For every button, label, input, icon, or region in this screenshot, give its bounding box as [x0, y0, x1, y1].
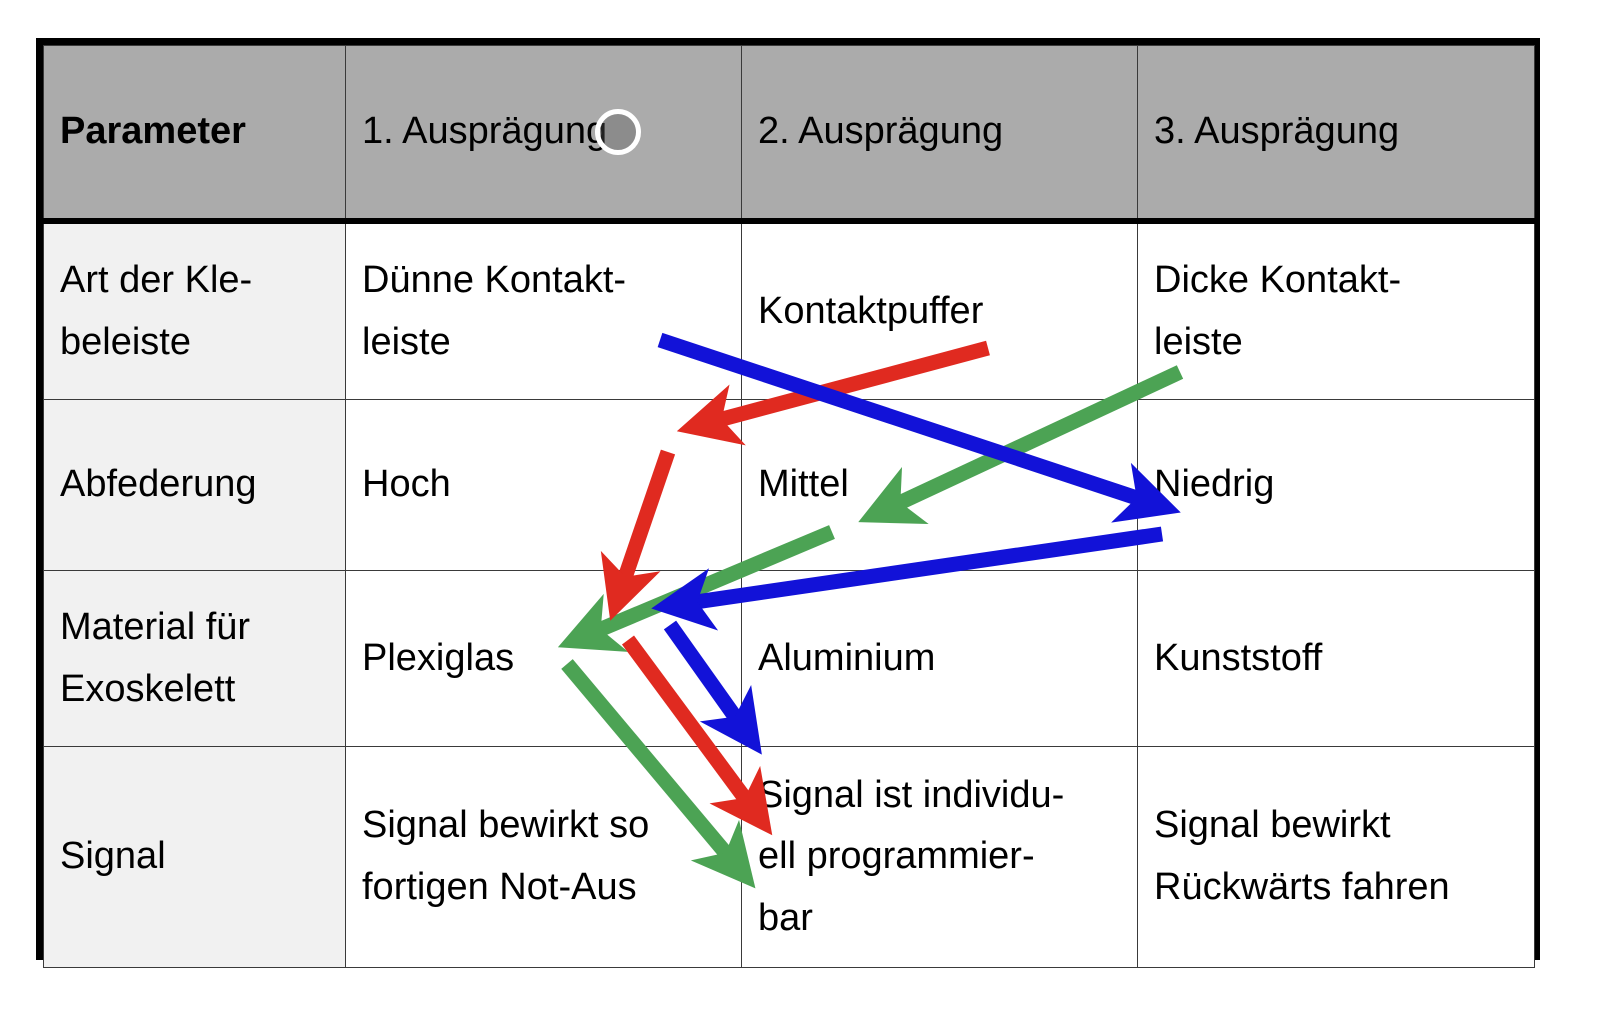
- cell-parameter-signal: Signal: [43, 746, 346, 968]
- morphological-box-table: Parameter 1. Ausprägung 2. Ausprägung 3.…: [36, 38, 1540, 968]
- cell-line: bar: [758, 896, 813, 939]
- cell-r3-option-2[interactable]: Aluminium: [741, 570, 1138, 747]
- cell-line: Dicke Kontakt-: [1154, 258, 1402, 301]
- cell-line: Signal bewirkt so: [362, 804, 650, 847]
- cell-parameter-klebeleiste: Art der Kle-beleiste: [43, 220, 346, 400]
- table-body: Art der Kle-beleiste Dünne Kontakt-leist…: [43, 220, 1535, 968]
- header-row: Parameter 1. Ausprägung 2. Ausprägung 3.…: [43, 45, 1535, 224]
- header-parameter: Parameter: [43, 45, 346, 224]
- table-row: Art der Kle-beleiste Dünne Kontakt-leist…: [43, 220, 1535, 400]
- cell-line: Exoskelett: [60, 667, 236, 710]
- cell-line: Art der Kle-: [60, 258, 253, 301]
- cell-line: ell programmier-: [758, 835, 1035, 878]
- cell-line: Signal ist individu-: [758, 773, 1065, 816]
- mouse-cursor-highlight: [595, 109, 641, 155]
- cell-parameter-abfederung: Abfederung: [43, 399, 346, 571]
- cell-r2-option-2[interactable]: Mittel: [741, 399, 1138, 571]
- cell-r2-option-1[interactable]: Hoch: [345, 399, 742, 571]
- header-auspraegung-3: 3. Ausprägung: [1137, 45, 1535, 224]
- cell-line: Dünne Kontakt-: [362, 258, 627, 301]
- cell-line: fortigen Not-Aus: [362, 866, 637, 908]
- cell-r4-option-1[interactable]: Signal bewirkt so fortigen Not-Aus: [345, 746, 742, 968]
- table-header: Parameter 1. Ausprägung 2. Ausprägung 3.…: [43, 45, 1535, 224]
- cell-line: beleiste: [60, 320, 191, 363]
- cell-r1-option-1[interactable]: Dünne Kontakt-leiste: [345, 220, 742, 400]
- cell-line: Material für: [60, 605, 251, 648]
- cell-line: leiste: [362, 320, 451, 363]
- parameter-table: Parameter 1. Ausprägung 2. Ausprägung 3.…: [43, 45, 1535, 968]
- cell-r1-option-3[interactable]: Dicke Kontakt-leiste: [1137, 220, 1535, 400]
- cell-line: Rückwärts fahren: [1154, 866, 1450, 908]
- header-auspraegung-1: 1. Ausprägung: [345, 45, 742, 224]
- header-auspraegung-2: 2. Ausprägung: [741, 45, 1138, 224]
- cell-r1-option-2[interactable]: Kontaktpuffer: [741, 220, 1138, 400]
- cell-r3-option-1[interactable]: Plexiglas: [345, 570, 742, 747]
- table-row: Abfederung Hoch Mittel Niedrig: [43, 399, 1535, 571]
- cell-r2-option-3[interactable]: Niedrig: [1137, 399, 1535, 571]
- cell-r4-option-2[interactable]: Signal ist individu-ell programmier-bar: [741, 746, 1138, 968]
- cell-r3-option-3[interactable]: Kunststoff: [1137, 570, 1535, 747]
- cell-line: leiste: [1154, 320, 1243, 363]
- cell-line: Signal bewirkt: [1154, 804, 1391, 847]
- table-row: Signal Signal bewirkt so fortigen Not-Aus…: [43, 746, 1535, 968]
